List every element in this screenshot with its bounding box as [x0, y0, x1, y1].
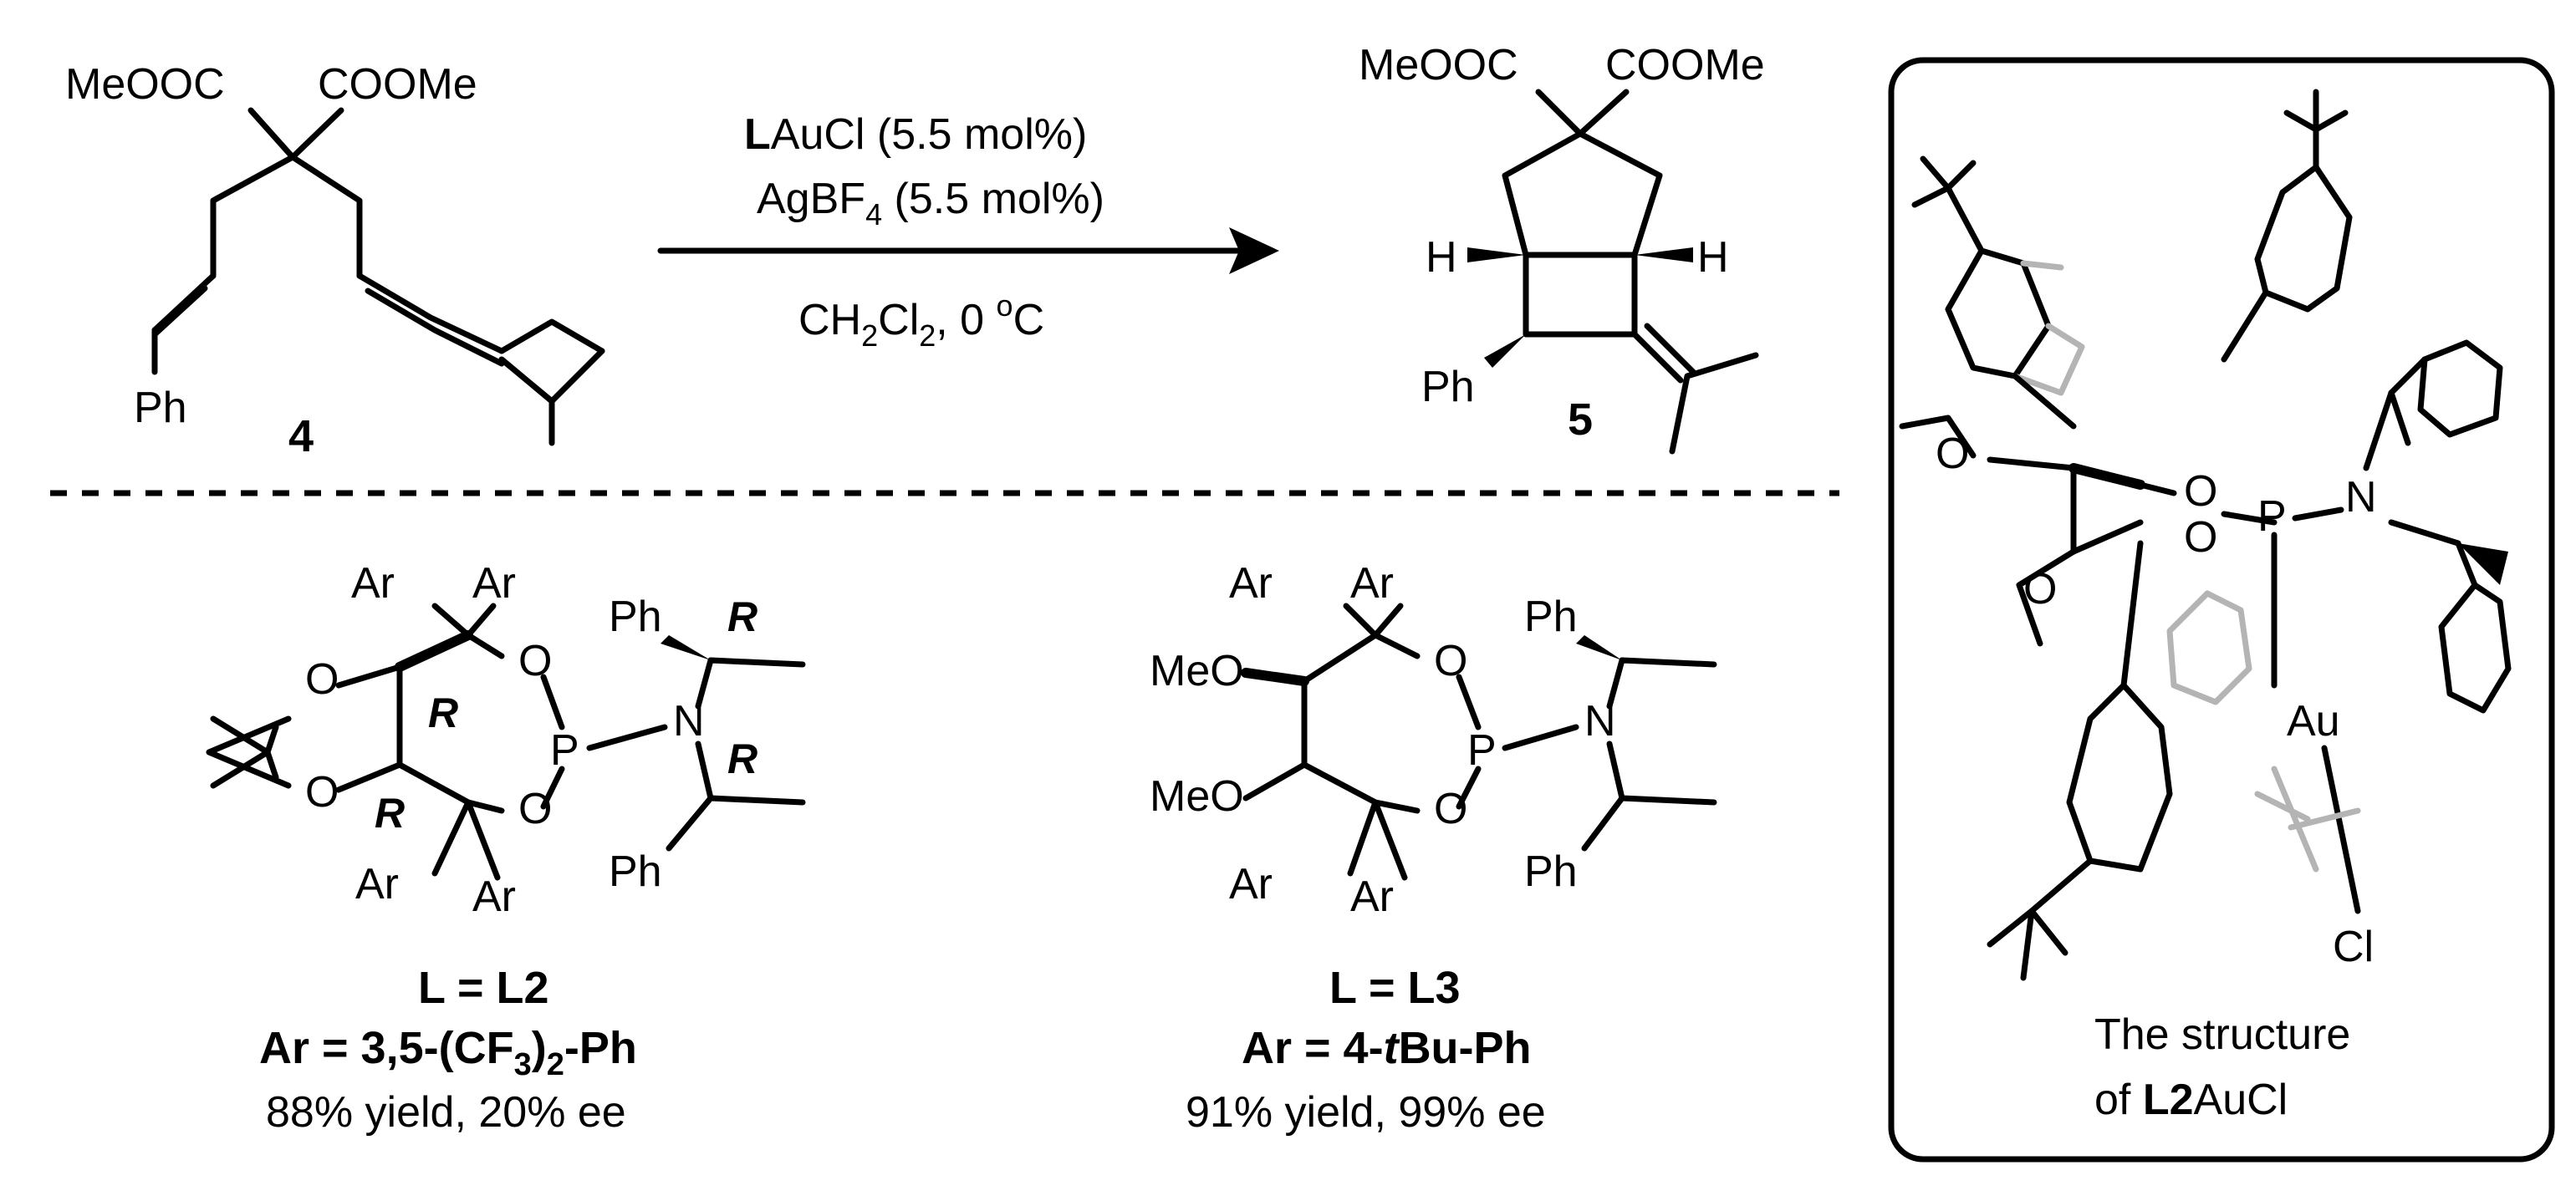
- substrate-number: 4: [288, 411, 314, 461]
- product-ester-left: MeOOC: [1359, 41, 1518, 89]
- complex-au-atom: Au: [2287, 697, 2340, 746]
- l2-ar-top-right: Ar: [472, 559, 516, 608]
- l2-ph-top: Ph: [609, 593, 662, 641]
- l2-o-ring-bottom: O: [305, 768, 339, 817]
- l2-o-p-top: O: [518, 637, 552, 685]
- product-h-left: H: [1426, 233, 1457, 282]
- product-ph: Ph: [1421, 363, 1475, 411]
- l2-o-ring-top: O: [305, 655, 339, 704]
- l2-o-p-bottom: O: [518, 785, 552, 833]
- product-number: 5: [1568, 394, 1593, 445]
- complex-o-left-top: O: [1936, 430, 1969, 478]
- complex-o-left-bottom: O: [2023, 565, 2057, 613]
- l3-ar-bottom-left: Ar: [1229, 860, 1273, 908]
- complex-o-p-top: O: [2184, 467, 2217, 516]
- l3-ph-bottom: Ph: [1524, 847, 1578, 896]
- l2-result: 88% yield, 20% ee: [266, 1088, 626, 1137]
- l2-ar-bottom-right: Ar: [472, 873, 516, 921]
- l3-ar-bottom-right: Ar: [1350, 873, 1394, 921]
- l2-r-label-amine-top: R: [727, 593, 757, 640]
- complex-n-atom: N: [2345, 473, 2377, 522]
- substrate-ph: Ph: [134, 384, 187, 432]
- l3-label-line: L = L3: [1329, 963, 1461, 1013]
- l2-p-atom: P: [550, 726, 579, 775]
- complex-caption-line2: of L2AuCl: [2094, 1076, 2288, 1124]
- substrate-ester-left: MeOOC: [65, 60, 225, 109]
- l3-meo-bottom: MeO: [1150, 772, 1244, 821]
- l2-ph-bottom: Ph: [609, 847, 662, 896]
- product-5: MeOOC COOMe H H Ph 5: [1359, 41, 1765, 455]
- l3-ar-top-left: Ar: [1229, 559, 1273, 608]
- l3-ph-top: Ph: [1524, 593, 1578, 641]
- product-h-right: H: [1697, 233, 1729, 282]
- l2-ar-definition: Ar = 3,5-(CF3)2-Ph: [259, 1023, 637, 1082]
- l2-label-line: L = L2: [418, 963, 549, 1013]
- l3-ar-definition: Ar = 4-tBu-Ph: [1242, 1023, 1532, 1073]
- l2-r-label-ring-low: R: [375, 790, 405, 837]
- l2-ar-bottom-left: Ar: [355, 860, 399, 908]
- l3-ar-top-right: Ar: [1350, 559, 1394, 608]
- l3-meo-top: MeO: [1150, 647, 1244, 695]
- l3-p-atom: P: [1467, 726, 1497, 775]
- ligand-l2: Ar Ar O O O O P N Ph Ph Ar Ar R R R R L …: [206, 559, 806, 1137]
- l2-ar-top-left: Ar: [351, 559, 395, 608]
- l3-o-top: O: [1434, 637, 1467, 685]
- complex-o-p-bottom: O: [2184, 513, 2217, 562]
- substrate-ester-right: COOMe: [318, 60, 477, 109]
- complex-frame: [1888, 57, 2555, 1163]
- conditions: CH2Cl2, 0 oC: [798, 288, 1044, 353]
- l2-r-label-amine-bottom: R: [727, 735, 757, 782]
- reaction-arrow: LAuCl (5.5 mol%) AgBF4 (5.5 mol%) CH2Cl2…: [657, 110, 1279, 353]
- reagent-line2: AgBF4 (5.5 mol%): [757, 175, 1104, 232]
- product-ester-right: COOMe: [1605, 41, 1765, 89]
- reagent-line1: LAuCl (5.5 mol%): [744, 110, 1087, 159]
- complex-p-atom: P: [2257, 492, 2287, 541]
- ligand-l3: Ar Ar MeO MeO O O P N Ph Ph Ar Ar L = L3…: [1150, 559, 1717, 1137]
- l3-result: 91% yield, 99% ee: [1186, 1088, 1546, 1137]
- complex-cl-atom: Cl: [2333, 923, 2374, 971]
- l3-o-bottom: O: [1434, 785, 1467, 833]
- substrate-4: MeOOC COOMe Ph 4: [65, 60, 605, 461]
- l2-r-label-ring: R: [428, 690, 458, 736]
- complex-caption-line1: The structure: [2094, 1010, 2350, 1059]
- complex-box: O O O O P N Au Cl The structure of L2AuC…: [1888, 57, 2555, 1163]
